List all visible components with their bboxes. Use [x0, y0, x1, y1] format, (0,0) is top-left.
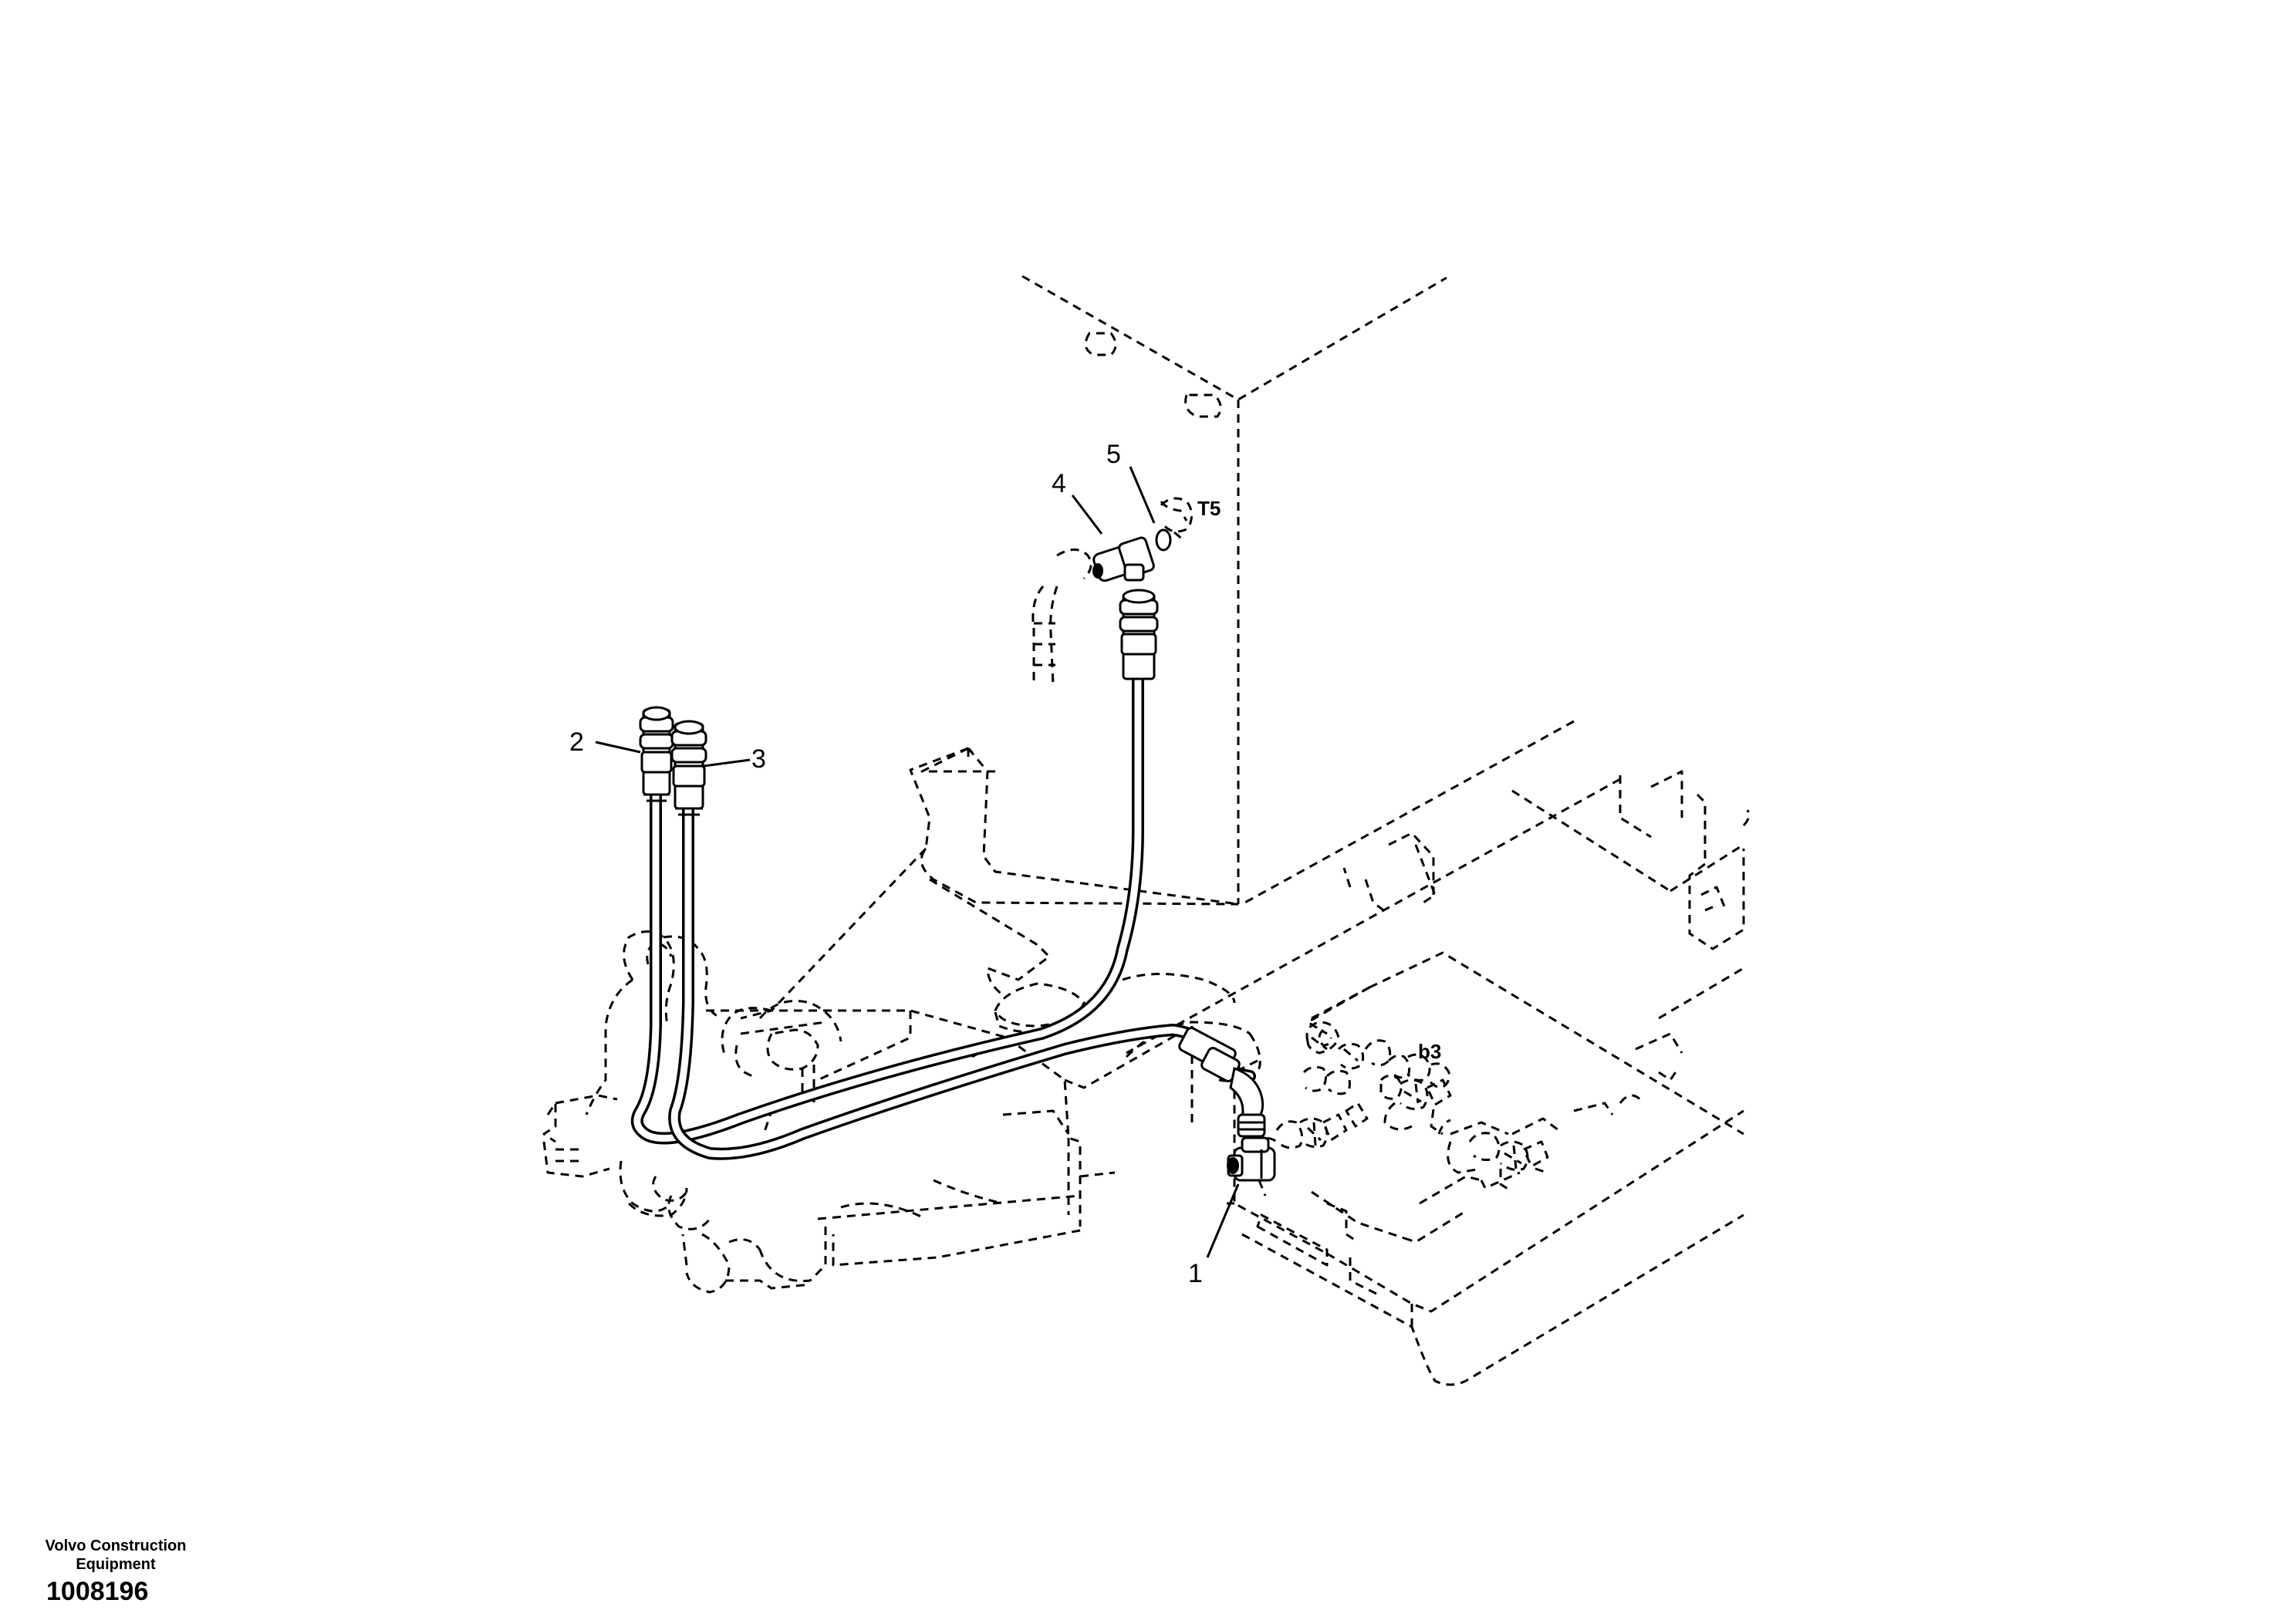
hoses	[630, 665, 1256, 1160]
callout-3: 3	[751, 744, 766, 774]
callout-labels: 1 2 3 4 5 T5 b3	[569, 440, 1441, 1288]
machine-outline-dashed	[542, 275, 1751, 1386]
elbow-fitting-4	[1092, 536, 1155, 582]
footer: Volvo Construction Equipment 1008196	[15, 1537, 216, 1606]
port-label-t5: T5	[1197, 497, 1221, 520]
leader-4	[1071, 494, 1103, 535]
hose-3	[668, 792, 1256, 1160]
leader-5	[1129, 466, 1156, 524]
fittings	[639, 528, 1276, 1182]
company-name-line1: Volvo Construction	[45, 1537, 187, 1554]
callout-leaders	[595, 466, 1240, 1258]
callout-4: 4	[1052, 469, 1066, 498]
port-label-b3: b3	[1418, 1040, 1441, 1063]
leader-3	[703, 758, 751, 768]
hose-3-end-fitting	[670, 720, 707, 816]
leader-1	[1206, 1183, 1240, 1258]
drawing-number: 1008196	[46, 1577, 149, 1606]
callout-1: 1	[1188, 1259, 1203, 1288]
leader-2	[595, 741, 641, 754]
o-ring-5	[1155, 528, 1172, 552]
hose-2-end-fitting	[639, 706, 674, 802]
callout-2: 2	[569, 727, 584, 757]
hose-2	[630, 665, 1144, 1145]
company-name-line2: Equipment	[76, 1556, 156, 1573]
tee-fitting-1	[1227, 1136, 1276, 1182]
lower-elbow-hose-end	[1178, 1027, 1266, 1138]
callout-5: 5	[1106, 440, 1121, 469]
upper-hose-end-fitting	[1119, 589, 1159, 680]
